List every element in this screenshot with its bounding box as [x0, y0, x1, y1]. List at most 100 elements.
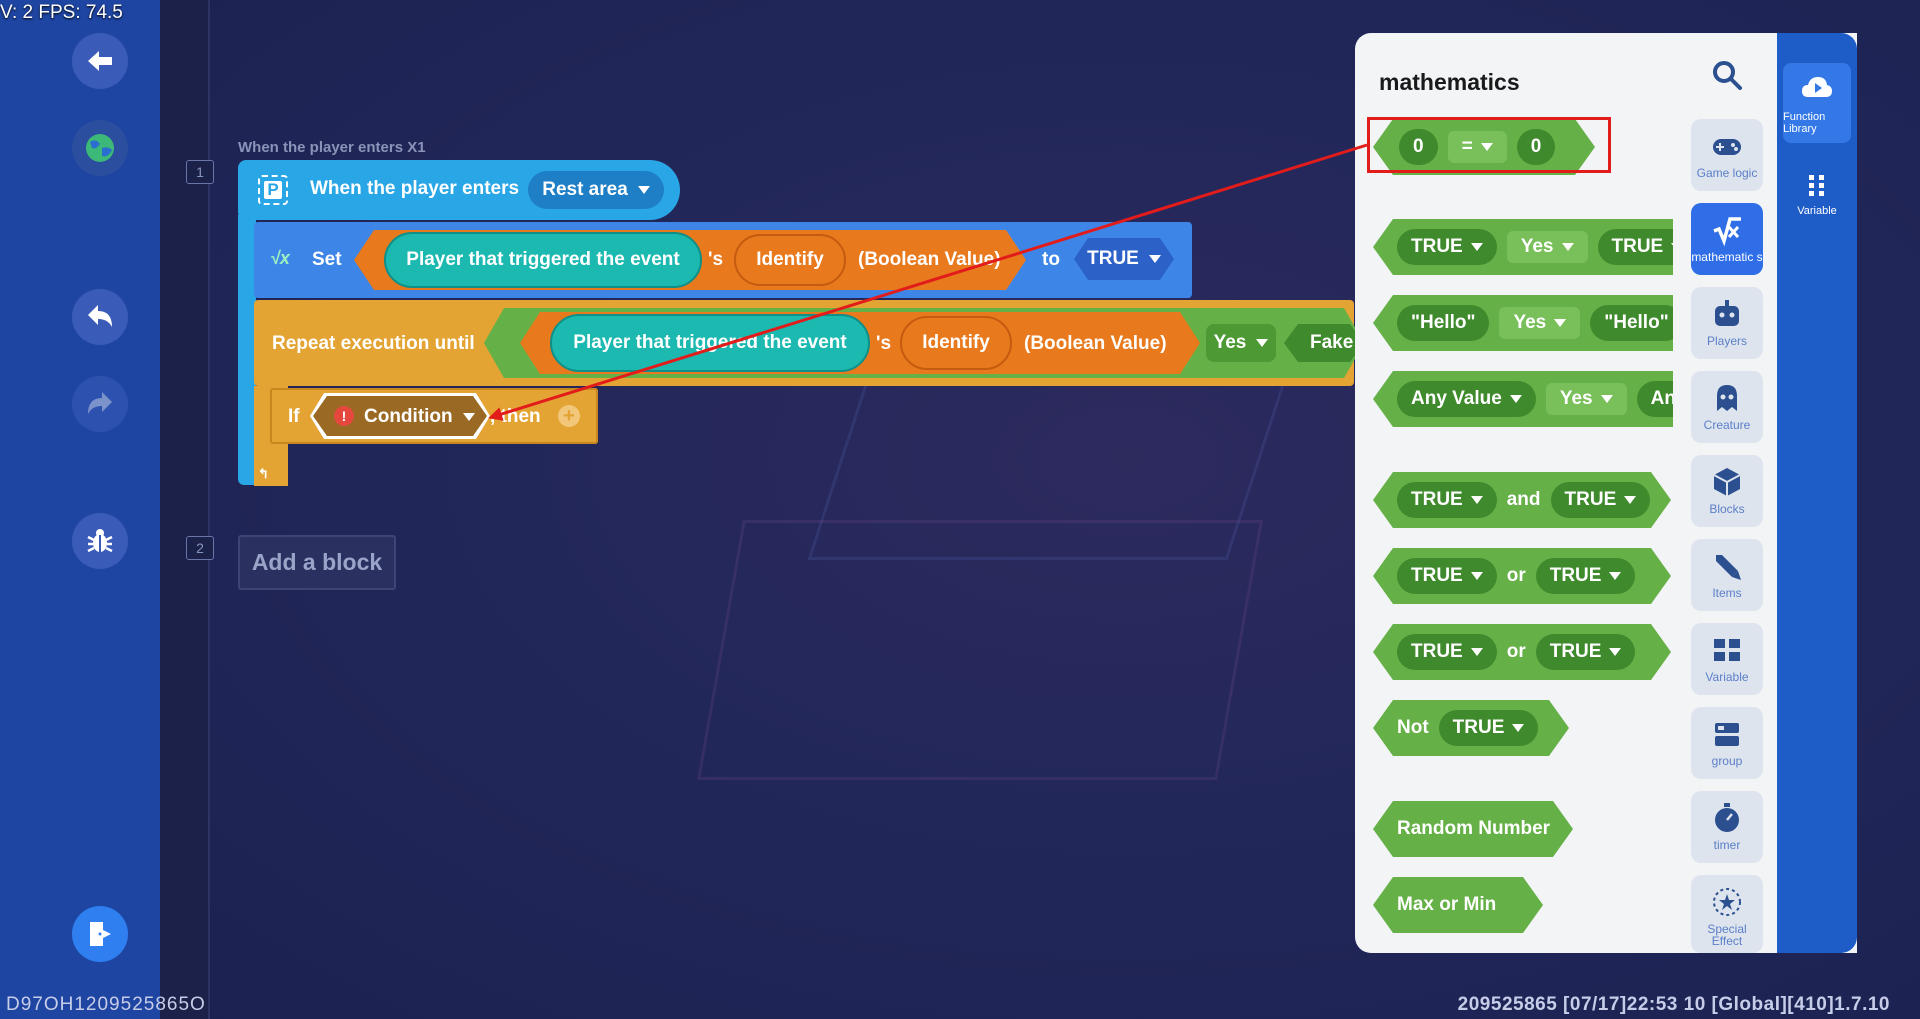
repeat-until-block[interactable]: Repeat execution until Player that trigg… — [254, 300, 1354, 386]
and-block[interactable]: TRUE and TRUE — [1373, 472, 1671, 528]
category-label: Items — [1712, 586, 1742, 600]
redo-icon — [88, 392, 112, 414]
and-a[interactable]: TRUE — [1397, 482, 1497, 518]
event-block-spine — [238, 215, 256, 485]
possessive-label-2: 's — [876, 333, 892, 354]
function-library-label: Function Library — [1783, 111, 1826, 135]
category-game-logic[interactable]: Game logic — [1691, 119, 1763, 191]
eq-bool-op[interactable]: Yes — [1507, 231, 1588, 263]
fps-readout: V: 2 FPS: 74.5 — [0, 2, 123, 23]
identify-slot[interactable]: Identify — [734, 234, 846, 286]
compare-block[interactable]: 0 = 0 — [1373, 119, 1595, 175]
search-icon[interactable] — [1711, 59, 1743, 91]
redo-button[interactable] — [72, 376, 128, 432]
not-block[interactable]: Not TRUE — [1373, 700, 1569, 756]
build-info: 209525865 [07/17]22:53 10 [Global][410]1… — [1457, 994, 1890, 1015]
stopwatch-icon — [1715, 803, 1739, 832]
map-button[interactable] — [72, 120, 128, 176]
any-equals-block[interactable]: Any Value Yes Any — [1373, 371, 1673, 427]
eq-bool-a[interactable]: TRUE — [1397, 229, 1497, 265]
sword-icon — [1716, 555, 1741, 580]
or2-a[interactable]: TRUE — [1397, 634, 1497, 670]
area-dropdown[interactable]: Rest area — [528, 171, 664, 209]
event-label: When the player enters — [310, 178, 520, 199]
undo-button[interactable] — [72, 289, 128, 345]
category-timer[interactable]: timer — [1691, 791, 1763, 863]
and-b[interactable]: TRUE — [1551, 482, 1651, 518]
eq-any-op[interactable]: Yes — [1546, 383, 1627, 415]
palette-list: mathematics 0 = 0 TRUE Yes TRUE "Hello" … — [1355, 33, 1673, 953]
compare-b[interactable]: 0 — [1517, 129, 1556, 165]
eq-any-b[interactable]: Any — [1637, 381, 1673, 417]
debug-button[interactable] — [72, 513, 128, 569]
yes-dropdown[interactable]: Yes — [1206, 324, 1276, 362]
or2-b[interactable]: TRUE — [1536, 634, 1636, 670]
if-then-block[interactable]: If ! Condition , then + — [270, 388, 598, 444]
compare-op-dropdown[interactable]: = — [1448, 131, 1507, 163]
condition-dropdown[interactable]: Condition — [364, 406, 475, 428]
random-label: Random Number — [1397, 818, 1551, 839]
exit-button[interactable] — [72, 906, 128, 962]
eq-str-b[interactable]: "Hello" — [1590, 305, 1673, 341]
eq-str-a[interactable]: "Hello" — [1397, 305, 1489, 341]
or-block-2[interactable]: TRUE or TRUE — [1373, 624, 1671, 680]
not-a[interactable]: TRUE — [1439, 710, 1539, 746]
exit-door-icon — [90, 922, 111, 946]
variable-tab[interactable]: Variable — [1783, 155, 1851, 235]
and-label: and — [1506, 489, 1541, 510]
category-mathematics[interactable]: mathematic s — [1691, 203, 1763, 275]
not-label: Not — [1397, 717, 1429, 738]
eq-any-a[interactable]: Any Value — [1397, 381, 1536, 417]
ghost-creature-icon — [1717, 385, 1737, 411]
sqrt-icon — [1713, 217, 1741, 247]
boolean-equals-block[interactable]: TRUE Yes TRUE — [1373, 219, 1673, 275]
gamepad-icon — [1713, 139, 1741, 155]
possessive-label: 's — [708, 249, 724, 270]
or1-label: or — [1506, 565, 1526, 586]
category-blocks[interactable]: Blocks — [1691, 455, 1763, 527]
player-trigger-pill[interactable]: Player that triggered the event — [384, 232, 702, 288]
event-block[interactable]: P When the player enters Rest area — [238, 160, 680, 220]
category-variable[interactable]: Variable — [1691, 623, 1763, 695]
category-label: Variable — [1705, 670, 1749, 684]
category-label: Players — [1706, 334, 1747, 348]
or-block[interactable]: TRUE or TRUE — [1373, 548, 1671, 604]
boolean-type-label-2: (Boolean Value) — [1024, 333, 1167, 354]
or1-b[interactable]: TRUE — [1536, 558, 1636, 594]
bug-icon — [87, 529, 113, 553]
function-library-tab[interactable]: Function Library — [1783, 63, 1851, 143]
category-items[interactable]: Items — [1691, 539, 1763, 611]
max-min-block[interactable]: Max or Min — [1373, 877, 1543, 933]
category-label: Special Effect — [1707, 922, 1747, 948]
line-number-2: 2 — [186, 536, 214, 560]
category-players[interactable]: Players — [1691, 287, 1763, 359]
category-label: mathematic s — [1691, 250, 1763, 264]
fake-value[interactable]: Fake — [1284, 324, 1364, 362]
add-block-button[interactable]: Add a block — [238, 535, 396, 590]
category-group[interactable]: group — [1691, 707, 1763, 779]
compare-a[interactable]: 0 — [1399, 129, 1438, 165]
player-trigger-pill-2[interactable]: Player that triggered the event — [550, 314, 870, 372]
random-number-block[interactable]: Random Number — [1373, 801, 1573, 857]
back-button[interactable] — [72, 33, 128, 89]
block-palette: mathematics 0 = 0 TRUE Yes TRUE "Hello" … — [1355, 33, 1857, 953]
category-creature[interactable]: Creature — [1691, 371, 1763, 443]
dots-grid-icon — [1809, 175, 1824, 196]
string-equals-block[interactable]: "Hello" Yes "Hello" — [1373, 295, 1673, 351]
eq-str-op[interactable]: Yes — [1499, 307, 1580, 339]
set-block[interactable]: √x Set Player that triggered the event '… — [254, 222, 1192, 298]
add-branch-icon[interactable]: + — [558, 405, 580, 427]
eq-bool-b[interactable]: TRUE — [1598, 229, 1674, 265]
highlight-box — [1367, 117, 1611, 173]
sparkle-star-icon — [1713, 888, 1741, 916]
identify-slot-2[interactable]: Identify — [900, 316, 1012, 370]
category-column: Game logic mathematic s Players Creature… — [1673, 33, 1777, 953]
category-special-effect[interactable]: Special Effect — [1691, 875, 1763, 953]
value-dropdown[interactable]: TRUE — [1074, 238, 1174, 280]
repeat-label: Repeat execution until — [272, 333, 475, 354]
or1-a[interactable]: TRUE — [1397, 558, 1497, 594]
warning-icon: ! — [334, 406, 354, 426]
loop-return-icon: ↰ — [258, 466, 269, 481]
or2-label: or — [1506, 641, 1526, 662]
math-sqrt-icon: √x — [270, 248, 290, 268]
